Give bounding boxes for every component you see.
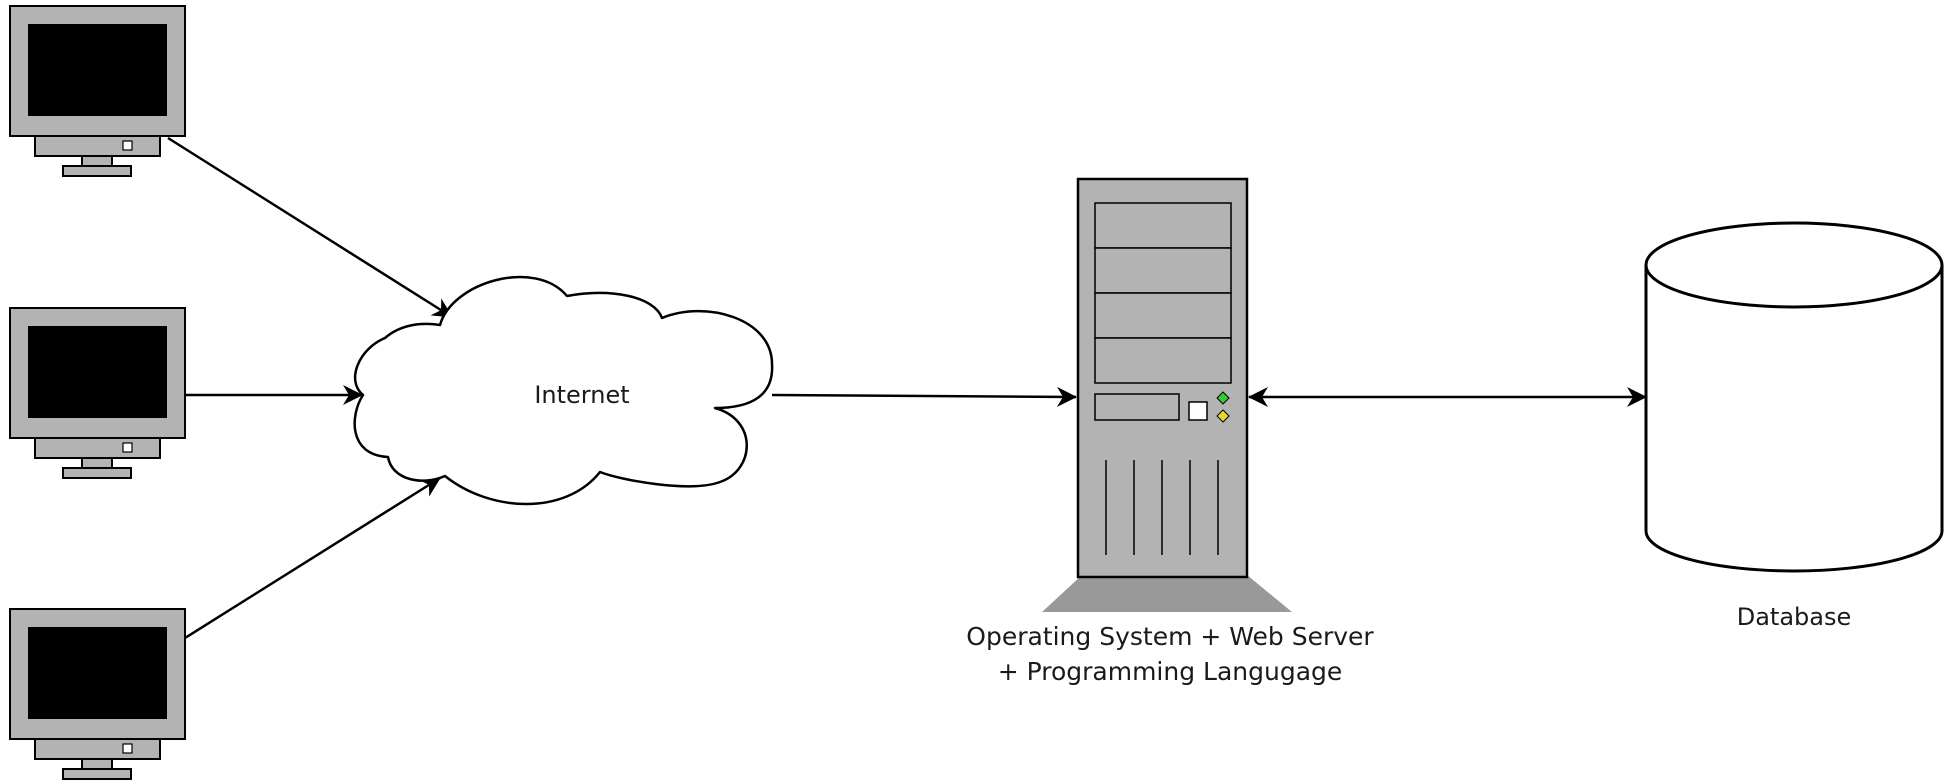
client-monitor-1 (9, 5, 186, 177)
client-monitor-2 (9, 307, 186, 479)
web-server: Operating System + Web Server + Programm… (966, 177, 1374, 686)
server-label-line2: + Programming Langugage (998, 657, 1343, 686)
status-led-green (1216, 391, 1230, 405)
monitor-icon (9, 5, 186, 177)
database-label: Database (1737, 603, 1852, 631)
cloud-icon (353, 275, 774, 506)
connector-client1-to-internet (167, 136, 453, 319)
status-led-yellow (1216, 409, 1230, 423)
monitor-icon (9, 608, 186, 780)
internet-label: Internet (534, 381, 629, 409)
database: Database (1644, 221, 1944, 631)
database-cylinder-icon (1644, 221, 1944, 573)
internet-cloud: Internet (353, 275, 774, 506)
client-monitor-3 (9, 608, 186, 780)
server-label-line1: Operating System + Web Server (966, 622, 1374, 651)
connector-client3-to-internet (184, 476, 441, 640)
server-tower-icon (1042, 177, 1292, 612)
monitor-icon (9, 307, 186, 479)
connector-internet-to-server (771, 386, 1077, 407)
